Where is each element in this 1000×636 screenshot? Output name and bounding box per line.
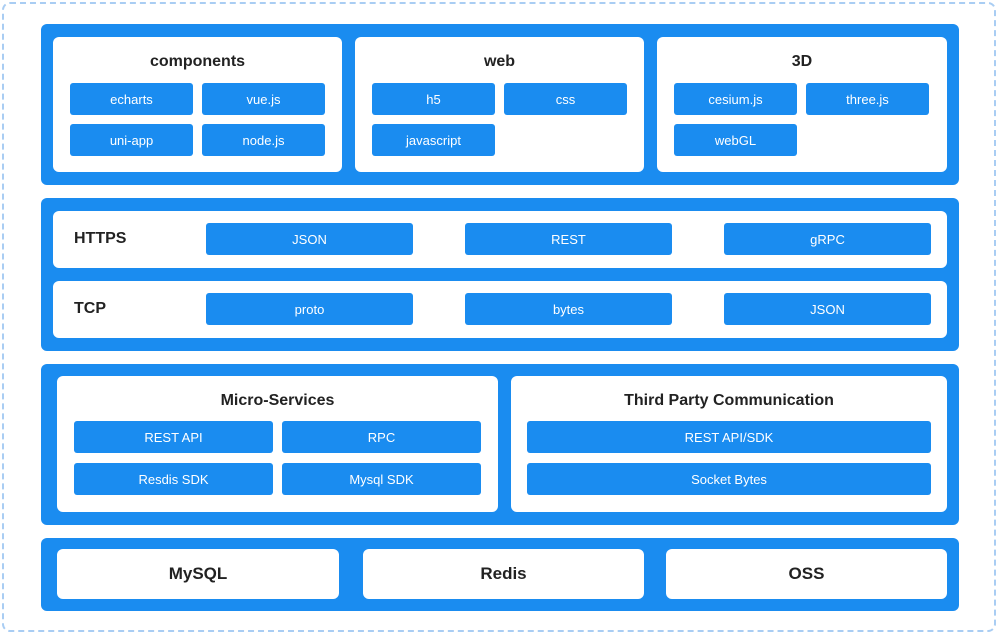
chip-uni-app: uni-app: [70, 124, 193, 156]
tcp-label: TCP: [74, 300, 106, 317]
storage-layer: MySQL Redis OSS: [41, 538, 959, 611]
chip-cesiumjs: cesium.js: [674, 83, 797, 115]
chip-threejs: three.js: [806, 83, 929, 115]
chip-nodejs: node.js: [202, 124, 325, 156]
third-party-panel: Third Party Communication REST API/SDK S…: [511, 376, 947, 512]
micro-services-title: Micro-Services: [220, 392, 335, 409]
chip-css: css: [504, 83, 627, 115]
chip-rpc: RPC: [282, 421, 481, 453]
chip-webgl: webGL: [674, 124, 797, 156]
chip-rest-api-sdk: REST API/SDK: [527, 421, 931, 453]
components-panel: components echarts vue.js uni-app node.j…: [53, 37, 342, 172]
protocol-layer: HTTPS JSON REST gRPC TCP proto bytes JSO…: [41, 198, 959, 351]
chip-resdis-sdk: Resdis SDK: [74, 463, 273, 495]
micro-services-panel: Micro-Services REST API RPC Resdis SDK M…: [57, 376, 498, 512]
https-row: HTTPS JSON REST gRPC: [53, 211, 947, 268]
storage-oss: OSS: [666, 549, 947, 599]
chip-tcp-bytes: bytes: [465, 293, 672, 325]
chip-vuejs: vue.js: [202, 83, 325, 115]
chip-https-json: JSON: [206, 223, 413, 255]
chip-javascript: javascript: [372, 124, 495, 156]
storage-mysql: MySQL: [57, 549, 339, 599]
frontend-layer: components echarts vue.js uni-app node.j…: [41, 24, 959, 185]
storage-redis: Redis: [363, 549, 644, 599]
chip-h5: h5: [372, 83, 495, 115]
3d-title: 3D: [791, 53, 813, 70]
components-title: components: [149, 53, 246, 70]
chip-echarts: echarts: [70, 83, 193, 115]
third-party-title: Third Party Communication: [624, 392, 834, 409]
chip-tcp-proto: proto: [206, 293, 413, 325]
chip-rest-api: REST API: [74, 421, 273, 453]
service-layer: Micro-Services REST API RPC Resdis SDK M…: [41, 364, 959, 525]
chip-tcp-json: JSON: [724, 293, 931, 325]
web-panel: web h5 css javascript: [355, 37, 644, 172]
chip-https-grpc: gRPC: [724, 223, 931, 255]
tcp-row: TCP proto bytes JSON: [53, 281, 947, 338]
chip-mysql-sdk: Mysql SDK: [282, 463, 481, 495]
https-label: HTTPS: [74, 230, 127, 247]
chip-socket-bytes: Socket Bytes: [527, 463, 931, 495]
web-title: web: [483, 53, 516, 70]
chip-https-rest: REST: [465, 223, 672, 255]
3d-panel: 3D cesium.js three.js webGL: [657, 37, 947, 172]
